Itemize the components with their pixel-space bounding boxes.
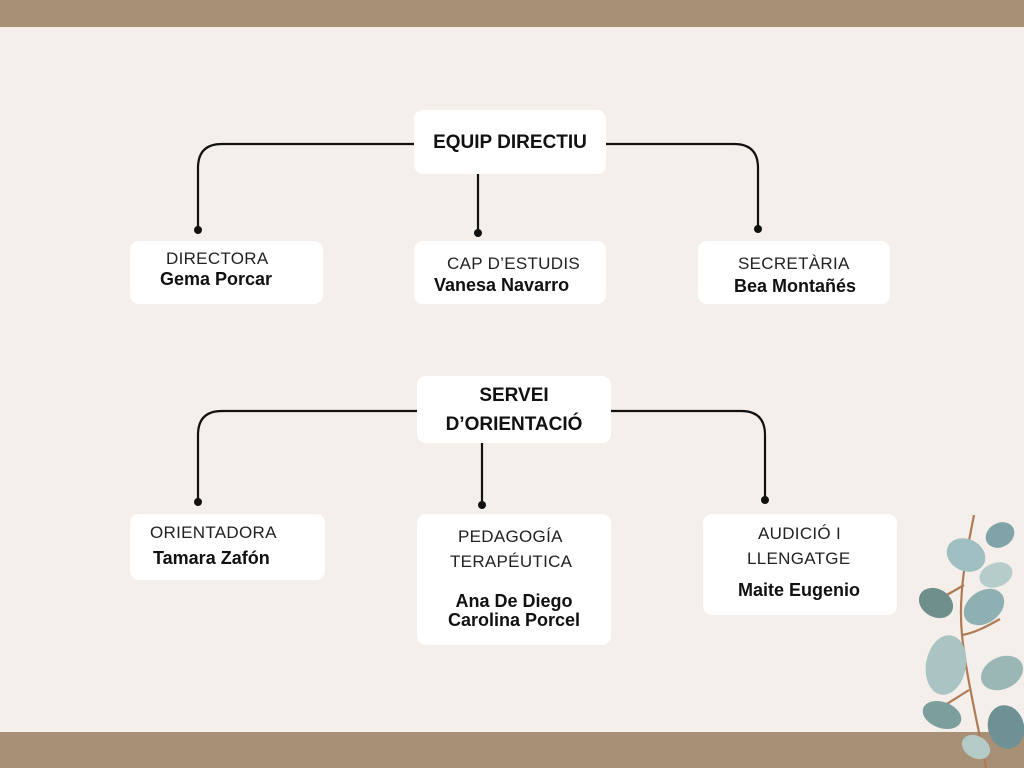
member-role: ORIENTADORA — [150, 523, 277, 542]
servei-title-line: D’ORIENTACIÓ — [445, 413, 583, 435]
connector-dot — [194, 498, 202, 506]
member-name: Maite Eugenio — [738, 580, 861, 600]
member-name: Carolina Porcel — [447, 610, 581, 630]
equip-directiu-header: EQUIP DIRECTIU — [414, 110, 606, 174]
member-name: Tamara Zafón — [153, 548, 270, 568]
connector-dot — [194, 226, 202, 234]
member-card-orientadora: ORIENTADORA Tamara Zafón — [130, 514, 325, 580]
connector-equip-left — [196, 142, 414, 229]
servei-title-line: SERVEI — [479, 384, 549, 406]
connector-equip-right — [606, 142, 760, 229]
member-role: SECRETÀRIA — [738, 254, 850, 273]
member-name: Bea Montañés — [734, 276, 857, 296]
member-card-audicio: AUDICIÓ I LLENGATGE Maite Eugenio — [703, 514, 897, 615]
member-name: Gema Porcar — [160, 269, 273, 289]
equip-directiu-title: EQUIP DIRECTIU — [433, 131, 587, 153]
top-band — [0, 0, 1024, 27]
connector-dot — [761, 496, 769, 504]
eucalyptus-branch-icon — [918, 515, 1024, 768]
connector-dot — [754, 225, 762, 233]
member-name: Vanesa Navarro — [434, 275, 570, 295]
member-role: DIRECTORA — [166, 249, 269, 268]
member-card-pedagogia: PEDAGOGÍA TERAPÉUTICA Ana De Diego Carol… — [417, 514, 611, 645]
member-role: AUDICIÓ I — [758, 524, 841, 543]
servei-orientacio-header: SERVEI D’ORIENTACIÓ — [417, 376, 611, 443]
member-role: LLENGATGE — [747, 549, 851, 568]
member-role: CAP D’ESTUDIS — [447, 254, 581, 273]
connector-servei-left — [196, 409, 417, 501]
connector-dot — [478, 501, 486, 509]
connector-servei-right — [611, 409, 767, 500]
connector-dot — [474, 229, 482, 237]
member-card-directora: DIRECTORA Gema Porcar — [130, 241, 323, 304]
member-role: PEDAGOGÍA — [458, 527, 563, 546]
member-card-cap-estudis: CAP D’ESTUDIS Vanesa Navarro — [414, 241, 606, 304]
bottom-band — [0, 732, 1024, 768]
member-name: Ana De Diego — [455, 591, 573, 611]
member-card-secretaria: SECRETÀRIA Bea Montañés — [698, 241, 890, 304]
member-role: TERAPÉUTICA — [450, 552, 573, 571]
